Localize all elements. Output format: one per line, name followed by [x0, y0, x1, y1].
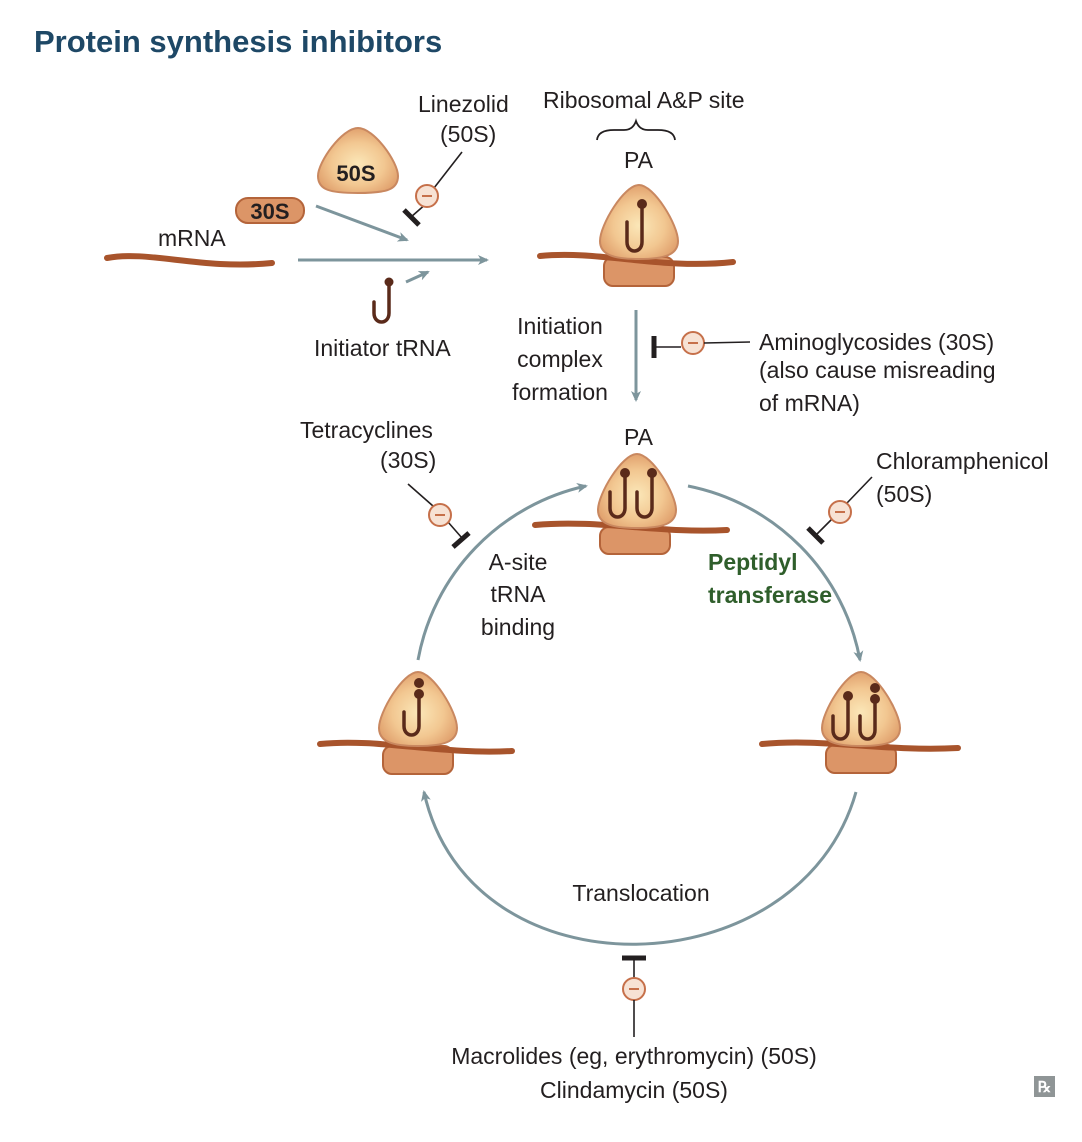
linezolid-inhibit-icon — [402, 151, 463, 227]
asite-binding-arrow — [416, 483, 588, 661]
macrolides-inhibit-icon — [622, 955, 646, 1037]
initiator-trna-label: Initiator tRNA — [314, 335, 451, 361]
trna-arrow — [405, 270, 430, 284]
page-title: Protein synthesis inhibitors — [34, 24, 442, 59]
subunit-50s-label: 50S — [336, 161, 375, 186]
peptidyl-label-1: Peptidyl — [708, 549, 797, 575]
aminoglycosides-label: Aminoglycosides (30S) — [759, 329, 994, 355]
subunit-50s-free: 50S — [316, 126, 400, 195]
initiator-trna-icon — [372, 277, 394, 324]
peptidyl-transferase-arrow — [687, 484, 864, 662]
pa-label-cycle: PA — [624, 424, 654, 450]
asite-label-3: binding — [481, 614, 555, 640]
ribosome-cycle-right — [759, 671, 961, 774]
ribosome-initiation — [537, 184, 736, 287]
aminoglycosides-note-2: of mRNA) — [759, 390, 860, 416]
subunit-30s-label: 30S — [250, 199, 289, 224]
translocation-arrow — [421, 790, 858, 946]
tetracyclines-label: Tetracyclines — [300, 417, 433, 443]
mrna-label: mRNA — [158, 225, 226, 251]
subunit-30s-free: 30S — [235, 197, 305, 224]
asite-label-1: A-site — [489, 549, 548, 575]
chloramphenicol-label: Chloramphenicol — [876, 448, 1049, 474]
rx-logo-icon: ℞ — [1034, 1076, 1055, 1097]
aminoglycosides-inhibit-icon — [651, 331, 751, 358]
macrolides-label: Macrolides (eg, erythromycin) (50S) — [451, 1043, 817, 1069]
asite-label-2: tRNA — [491, 581, 547, 607]
linezolid-label: Linezolid — [418, 91, 509, 117]
peptidyl-label-2: transferase — [708, 582, 832, 608]
initiation-label-1: Initiation — [517, 313, 603, 339]
ribosome-cycle-top — [532, 453, 730, 555]
linezolid-sublabel: (50S) — [440, 121, 496, 147]
aminoglycosides-note-1: (also cause misreading — [759, 357, 996, 383]
chloramphenicol-sublabel: (50S) — [876, 481, 932, 507]
chloramphenicol-inhibit-icon — [806, 476, 873, 545]
initiation-label-2: complex — [517, 346, 603, 372]
tetracyclines-sublabel: (30S) — [380, 447, 436, 473]
clindamycin-label: Clindamycin (50S) — [540, 1077, 728, 1103]
pa-label-top: PA — [624, 147, 654, 173]
ribosome-cycle-left — [317, 671, 515, 775]
translocation-label: Translocation — [572, 880, 709, 906]
ribosomal-site-label: Ribosomal A&P site — [543, 87, 745, 113]
tetracyclines-inhibit-icon — [407, 483, 471, 549]
svg-text:℞: ℞ — [1038, 1080, 1051, 1096]
site-brace — [596, 118, 676, 141]
initiation-label-3: formation — [512, 379, 608, 405]
mrna-strand — [104, 253, 275, 268]
subunit-30s-arrow — [315, 204, 409, 242]
